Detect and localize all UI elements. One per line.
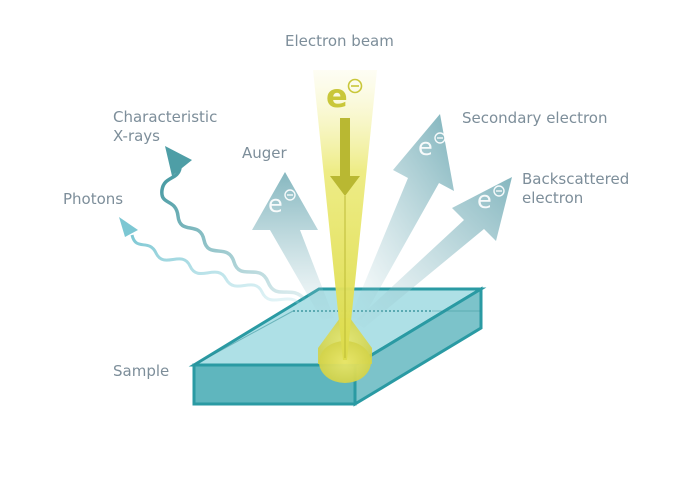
xrays-wave (160, 146, 307, 302)
sample-front-face (192, 363, 357, 406)
secondary-electron-letter: e (418, 133, 433, 161)
photons-wave (119, 217, 302, 306)
backscattered-electron-label: Backscattered electron (522, 170, 630, 207)
negative-charge-icon (434, 132, 446, 144)
auger-label: Auger (242, 144, 287, 162)
secondary-electron-symbol: e (418, 132, 446, 161)
sample-slab (188, 286, 487, 407)
negative-charge-icon (493, 185, 505, 197)
sample-label: Sample (113, 362, 170, 380)
secondary-electron-arrow (350, 114, 454, 320)
backscattered-electron-arrow (354, 177, 512, 328)
characteristic-xrays-label: Characteristic X-rays (113, 108, 218, 145)
beam-direction-arrowhead-icon (330, 176, 360, 196)
electron-beam (313, 70, 377, 360)
auger-arrow (252, 172, 334, 320)
negative-charge-icon (284, 189, 296, 201)
beam-electron-symbol: e (326, 77, 363, 115)
negative-charge-icon (347, 78, 363, 94)
auger-electron-symbol: e (268, 189, 296, 218)
beam-electron-letter: e (326, 77, 348, 115)
electron-beam-label: Electron beam (285, 32, 394, 50)
xrays-arrowhead-icon (165, 146, 192, 176)
backscattered-electron-letter: e (477, 186, 492, 214)
photons-label: Photons (63, 190, 124, 208)
secondary-electron-label: Secondary electron (462, 109, 608, 127)
backscattered-electron-symbol: e (477, 185, 505, 214)
auger-electron-letter: e (268, 190, 283, 218)
photons-arrowhead-icon (119, 217, 138, 237)
